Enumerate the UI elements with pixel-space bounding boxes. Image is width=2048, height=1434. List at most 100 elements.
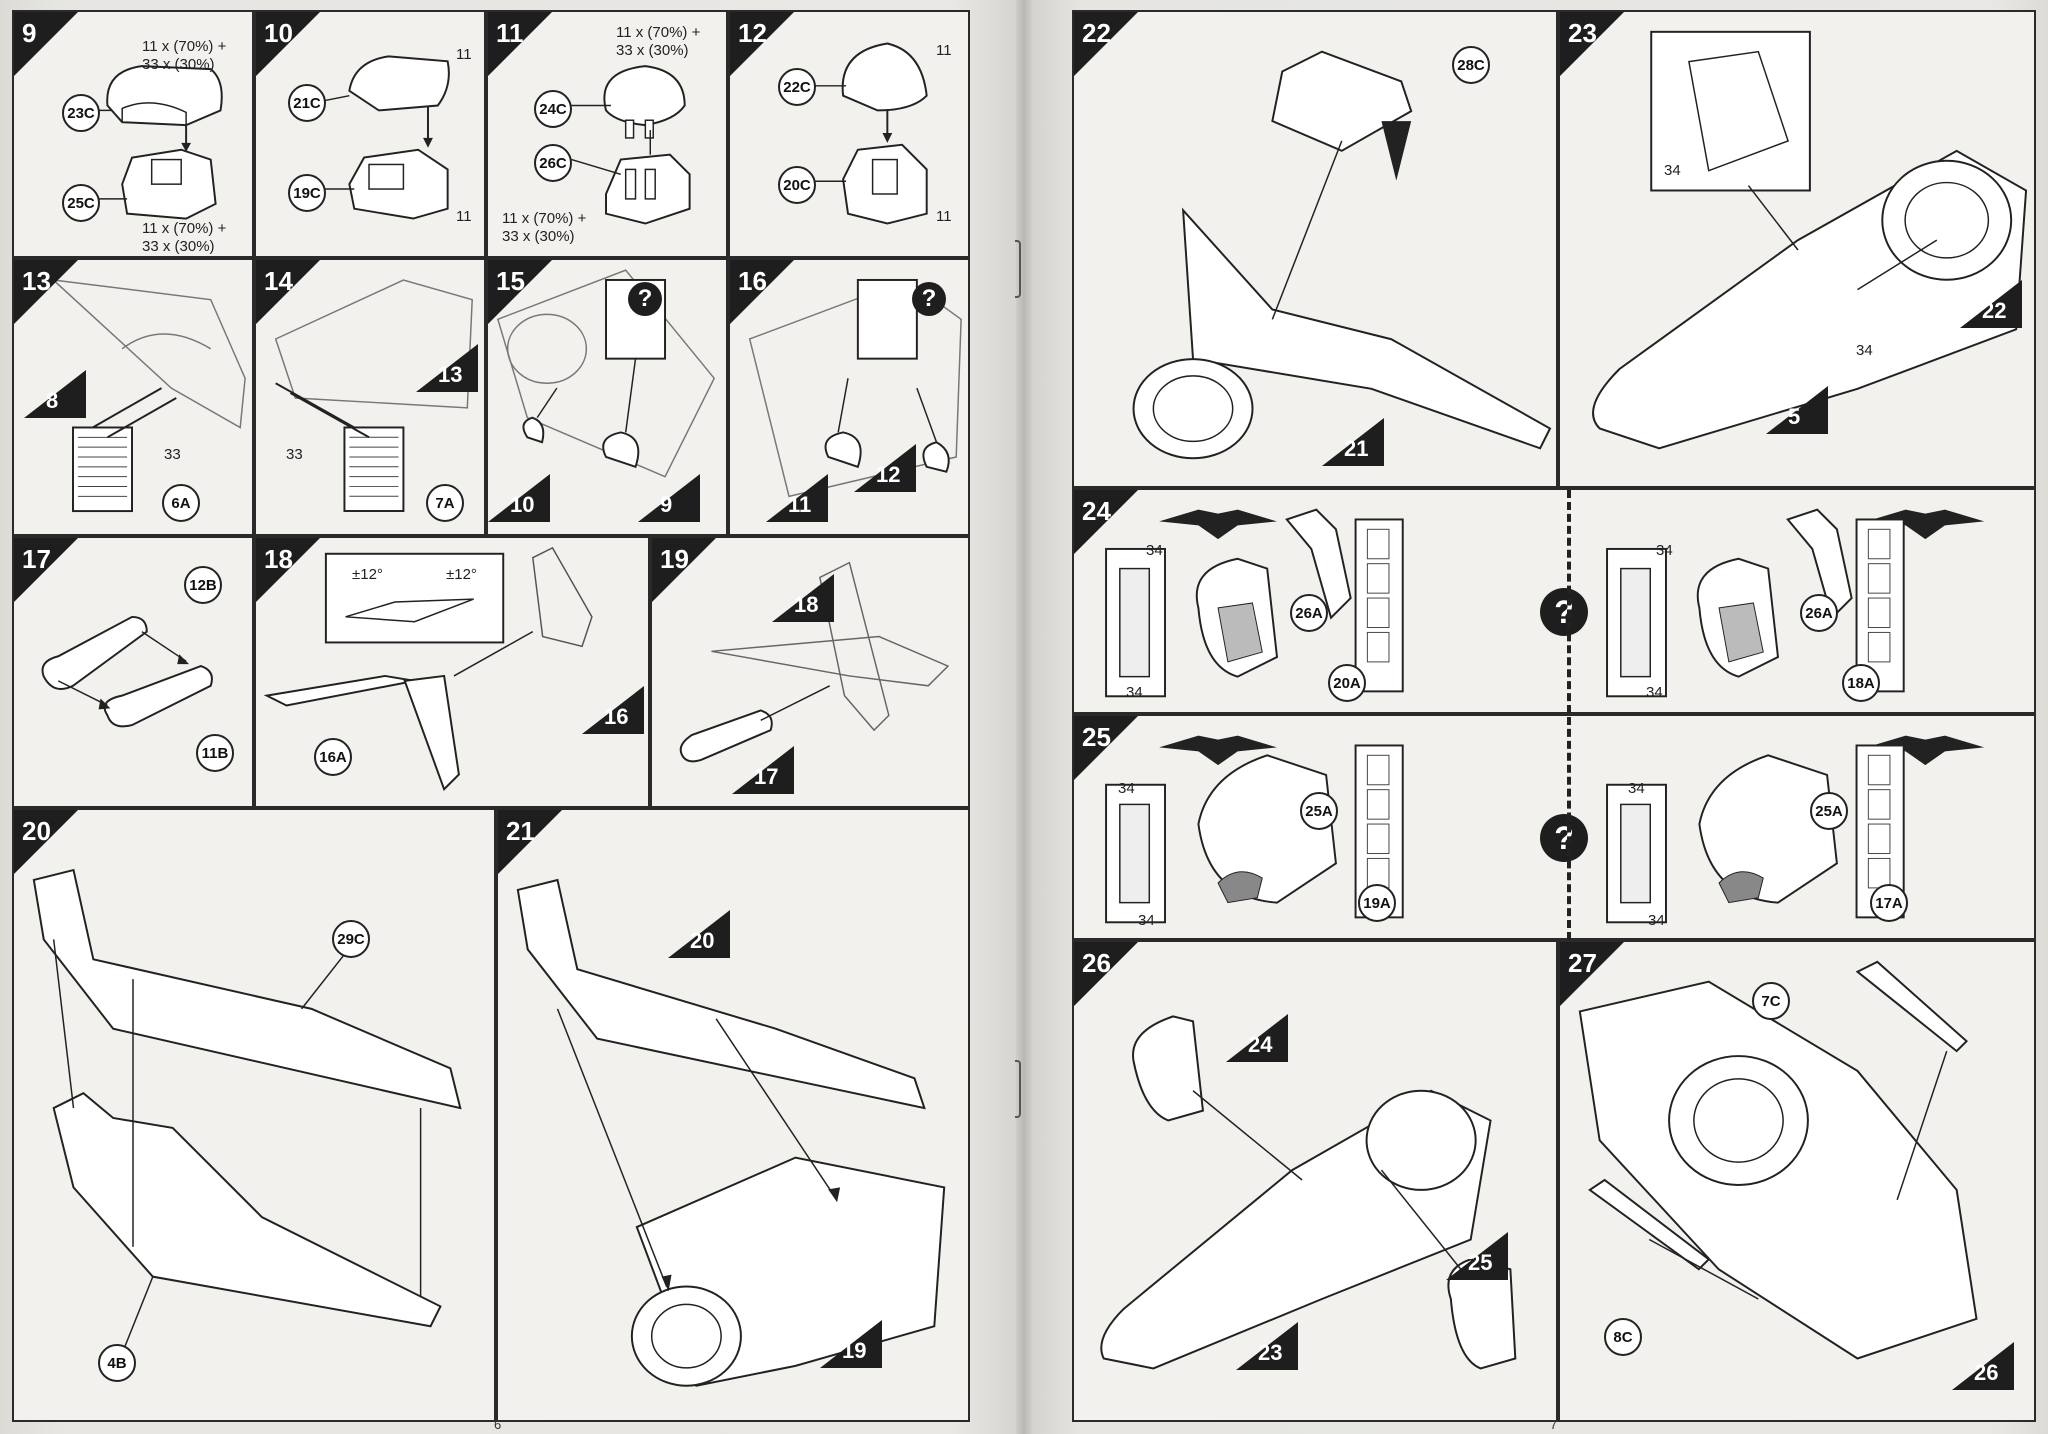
reference-marker: 12 — [854, 444, 916, 492]
step-number: 13 — [22, 266, 51, 296]
paint-note: 11 x (70%) + 33 x (30%) — [616, 24, 701, 59]
part-label: 26A — [1800, 594, 1838, 632]
part-label: 21C — [288, 84, 326, 122]
reference-marker: 23 — [1236, 1322, 1298, 1370]
reference-marker: 21 — [1322, 418, 1384, 466]
step-number: 24 — [1082, 496, 1111, 526]
alternative-option-icon: ? — [628, 282, 662, 316]
step-17-drawing — [41, 615, 213, 728]
part-label: 29C — [332, 920, 370, 958]
part-label: 4B — [98, 1344, 136, 1382]
part-label: 17A — [1870, 884, 1908, 922]
reference-marker: 13 — [416, 344, 478, 392]
step-17-panel: 17 12B 11B — [12, 536, 254, 808]
booklet-spine — [1016, 0, 1032, 1434]
page-number-right: 7 — [1550, 1417, 1558, 1432]
step-19-drawing — [679, 561, 950, 763]
reference-marker: 26 — [1952, 1342, 2014, 1390]
step-number: 11 — [496, 18, 524, 48]
paint-note: 11 — [936, 42, 952, 59]
step-22-panel: 22 28C 21 — [1072, 10, 1558, 488]
step-13-drawing — [51, 278, 246, 513]
part-label: 26C — [534, 144, 572, 182]
reference-marker: 25 — [1446, 1232, 1508, 1280]
step-number-badge — [256, 12, 320, 76]
paint-note: 11 — [936, 208, 952, 225]
angle-note: ±12° — [446, 566, 477, 583]
step-number: 21 — [506, 816, 535, 846]
step-11-panel: 11 24C 26C 11 x (70%) + 33 x (30%) 11 x … — [486, 10, 728, 258]
paint-note: 34 — [1118, 780, 1135, 797]
step-15-panel: 15 ? 10 9 — [486, 258, 728, 536]
part-label: 25A — [1300, 792, 1338, 830]
part-label: 19A — [1358, 884, 1396, 922]
step-10-panel: 10 21C 19C 11 11 — [254, 10, 486, 258]
step-19-panel: 19 18 17 — [650, 536, 970, 808]
reference-marker: 9 — [638, 474, 700, 522]
step-number-badge — [14, 538, 78, 602]
part-label: 20A — [1328, 664, 1366, 702]
paint-note: 34 — [1138, 912, 1155, 929]
part-label: 16A — [314, 738, 352, 776]
part-label: 28C — [1452, 46, 1490, 84]
step-number-badge — [14, 12, 78, 76]
step-number: 27 — [1568, 948, 1597, 978]
step-number: 15 — [496, 266, 525, 296]
step-25-panel: 25 34 34 34 34 25A 19A 25A 17A ? — [1072, 714, 2036, 940]
step-18-drawing — [263, 546, 593, 792]
part-label: 18A — [1842, 664, 1880, 702]
step-24-drawing — [1105, 508, 1985, 698]
part-label: 20C — [778, 166, 816, 204]
step-number: 10 — [264, 18, 293, 48]
step-number: 17 — [22, 544, 51, 574]
step-number-badge — [1560, 12, 1624, 76]
step-23-panel: 23 34 34 22 5 — [1558, 10, 2036, 488]
step-number-badge — [1074, 942, 1138, 1006]
step-16-drawing — [748, 278, 962, 498]
part-label: 26A — [1290, 594, 1328, 632]
paint-note: 11 — [456, 208, 472, 225]
step-20-drawing — [32, 868, 462, 1352]
step-number: 16 — [738, 266, 767, 296]
angle-note: ±12° — [352, 566, 383, 583]
reference-marker: 5 — [1766, 386, 1828, 434]
step-number-badge — [1560, 942, 1624, 1006]
step-number-badge — [652, 538, 716, 602]
reference-marker: 16 — [582, 686, 644, 734]
step-21-panel: 21 20 19 — [496, 808, 970, 1422]
part-label: 11B — [196, 734, 234, 772]
paint-note: 34 — [1628, 780, 1645, 797]
reference-marker: 20 — [668, 910, 730, 958]
alternative-option-icon: ? — [912, 282, 946, 316]
step-number: 22 — [1082, 18, 1111, 48]
step-number: 12 — [738, 18, 767, 48]
step-11-drawing — [571, 65, 691, 225]
step-number: 18 — [264, 544, 293, 574]
step-number: 20 — [22, 816, 51, 846]
step-9-drawing — [92, 65, 223, 220]
reference-marker: 11 — [766, 474, 828, 522]
step-24-panel: 24 34 34 34 34 26A 20A 26A 18A ? — [1072, 488, 2036, 714]
step-number-badge — [1074, 716, 1138, 780]
reference-marker: 10 — [488, 474, 550, 522]
part-label: 12B — [184, 566, 222, 604]
paint-note: 34 — [1126, 684, 1143, 701]
step-number-badge — [730, 260, 794, 324]
paint-note: 11 x (70%) + 33 x (30%) — [502, 210, 587, 245]
paint-note: 11 — [456, 46, 472, 63]
step-16-panel: 16 ? 11 12 — [728, 258, 970, 536]
reference-marker: 19 — [820, 1320, 882, 1368]
step-number: 9 — [22, 18, 37, 48]
step-12-panel: 12 22C 20C 11 11 — [728, 10, 970, 258]
alternative-option-icon: ? — [1540, 814, 1588, 862]
part-label: 25C — [62, 184, 100, 222]
part-label: 7C — [1752, 982, 1790, 1020]
step-number-badge — [498, 810, 562, 874]
option-divider — [1567, 490, 1571, 940]
step-number-badge — [488, 12, 552, 76]
reference-marker: 17 — [732, 746, 794, 794]
paint-note: 34 — [1646, 684, 1663, 701]
page-number-left: 6 — [494, 1417, 502, 1432]
staple-bottom — [1015, 1060, 1021, 1118]
paint-note: 34 — [1656, 542, 1673, 559]
